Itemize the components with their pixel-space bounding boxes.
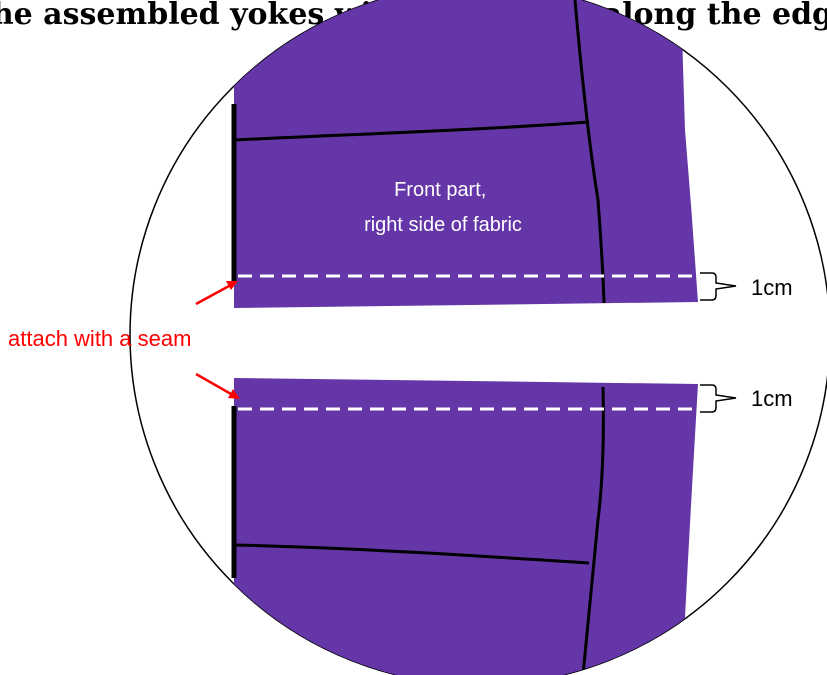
allowance-bracket-bottom <box>700 384 737 413</box>
magnified-view <box>231 0 698 675</box>
allowance-label-bottom: 1cm <box>751 386 793 411</box>
annotation-arrow-upper <box>195 281 238 306</box>
front-part-label: Front part, right side of fabric <box>364 179 522 236</box>
lower-yoke-seam-line <box>234 543 590 565</box>
allowance-bracket-top <box>700 272 737 301</box>
seam-annotation-label: attach with a seam <box>8 326 191 351</box>
front-part-fabric <box>234 0 698 308</box>
front-part-upper-piece <box>231 0 698 308</box>
side-panel-seam-line <box>573 0 606 304</box>
front-part-label-line1: Front part, <box>394 179 486 201</box>
yoke-seam-line <box>234 120 590 142</box>
lower-piece-fabric <box>234 378 698 675</box>
annotation-arrow-lower <box>195 372 240 399</box>
lower-side-panel-seam-line <box>581 386 605 675</box>
detail-circle <box>129 0 827 675</box>
allowance-label-top: 1cm <box>751 275 793 300</box>
front-part-label-line2: right side of fabric <box>364 214 522 236</box>
lower-piece <box>231 378 698 675</box>
